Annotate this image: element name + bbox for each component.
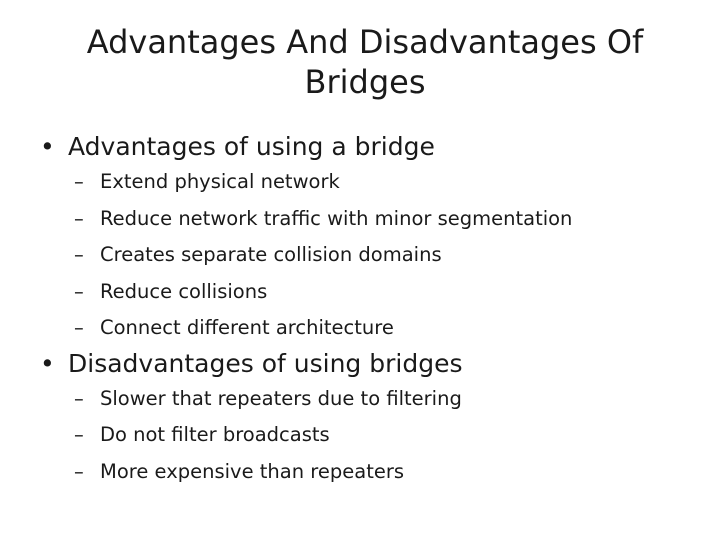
list-item: – Reduce network traffic with minor segm… xyxy=(36,201,716,238)
slide-body: • Advantages of using a bridge – Extend … xyxy=(36,130,716,490)
list-item: – Reduce collisions xyxy=(36,274,716,311)
title-line-1: Advantages And Disadvantages Of xyxy=(86,23,644,61)
section-heading-advantages: • Advantages of using a bridge xyxy=(36,130,716,164)
list-item-text: More expensive than repeaters xyxy=(100,459,405,483)
list-item-text: Connect different architecture xyxy=(100,316,394,339)
dash-marker: – xyxy=(74,316,84,339)
dash-marker: – xyxy=(74,170,84,193)
dash-marker: – xyxy=(74,243,84,266)
section-heading-text: Disadvantages of using bridges xyxy=(68,348,463,378)
dash-marker: – xyxy=(74,386,84,410)
section-heading-text: Advantages of using a bridge xyxy=(68,132,435,161)
list-item-text: Reduce network traffic with minor segmen… xyxy=(100,206,573,230)
slide-title: Advantages And Disadvantages Of Bridges xyxy=(60,22,670,102)
section-heading-disadvantages: • Disadvantages of using bridges xyxy=(36,347,716,381)
bullet-dot: • xyxy=(40,348,55,378)
list-item: – Slower that repeaters due to filtering xyxy=(36,381,716,418)
list-item: – Do not filter broadcasts xyxy=(36,417,716,454)
dash-marker: – xyxy=(74,206,84,230)
list-item: – Connect different architecture xyxy=(36,310,716,347)
list-item: – More expensive than repeaters xyxy=(36,454,716,491)
dash-marker: – xyxy=(74,279,84,303)
list-item: – Creates separate collision domains xyxy=(36,237,716,274)
bullet-dot: • xyxy=(40,132,55,161)
list-item-text: Extend physical network xyxy=(100,170,340,193)
dash-marker: – xyxy=(74,423,84,446)
list-item-text: Reduce collisions xyxy=(100,279,268,303)
list-item-text: Slower that repeaters due to filtering xyxy=(100,386,462,410)
title-line-2: Bridges xyxy=(304,63,426,101)
list-item-text: Do not filter broadcasts xyxy=(100,423,330,446)
list-item: – Extend physical network xyxy=(36,164,716,201)
list-item-text: Creates separate collision domains xyxy=(100,243,442,266)
dash-marker: – xyxy=(74,459,84,483)
